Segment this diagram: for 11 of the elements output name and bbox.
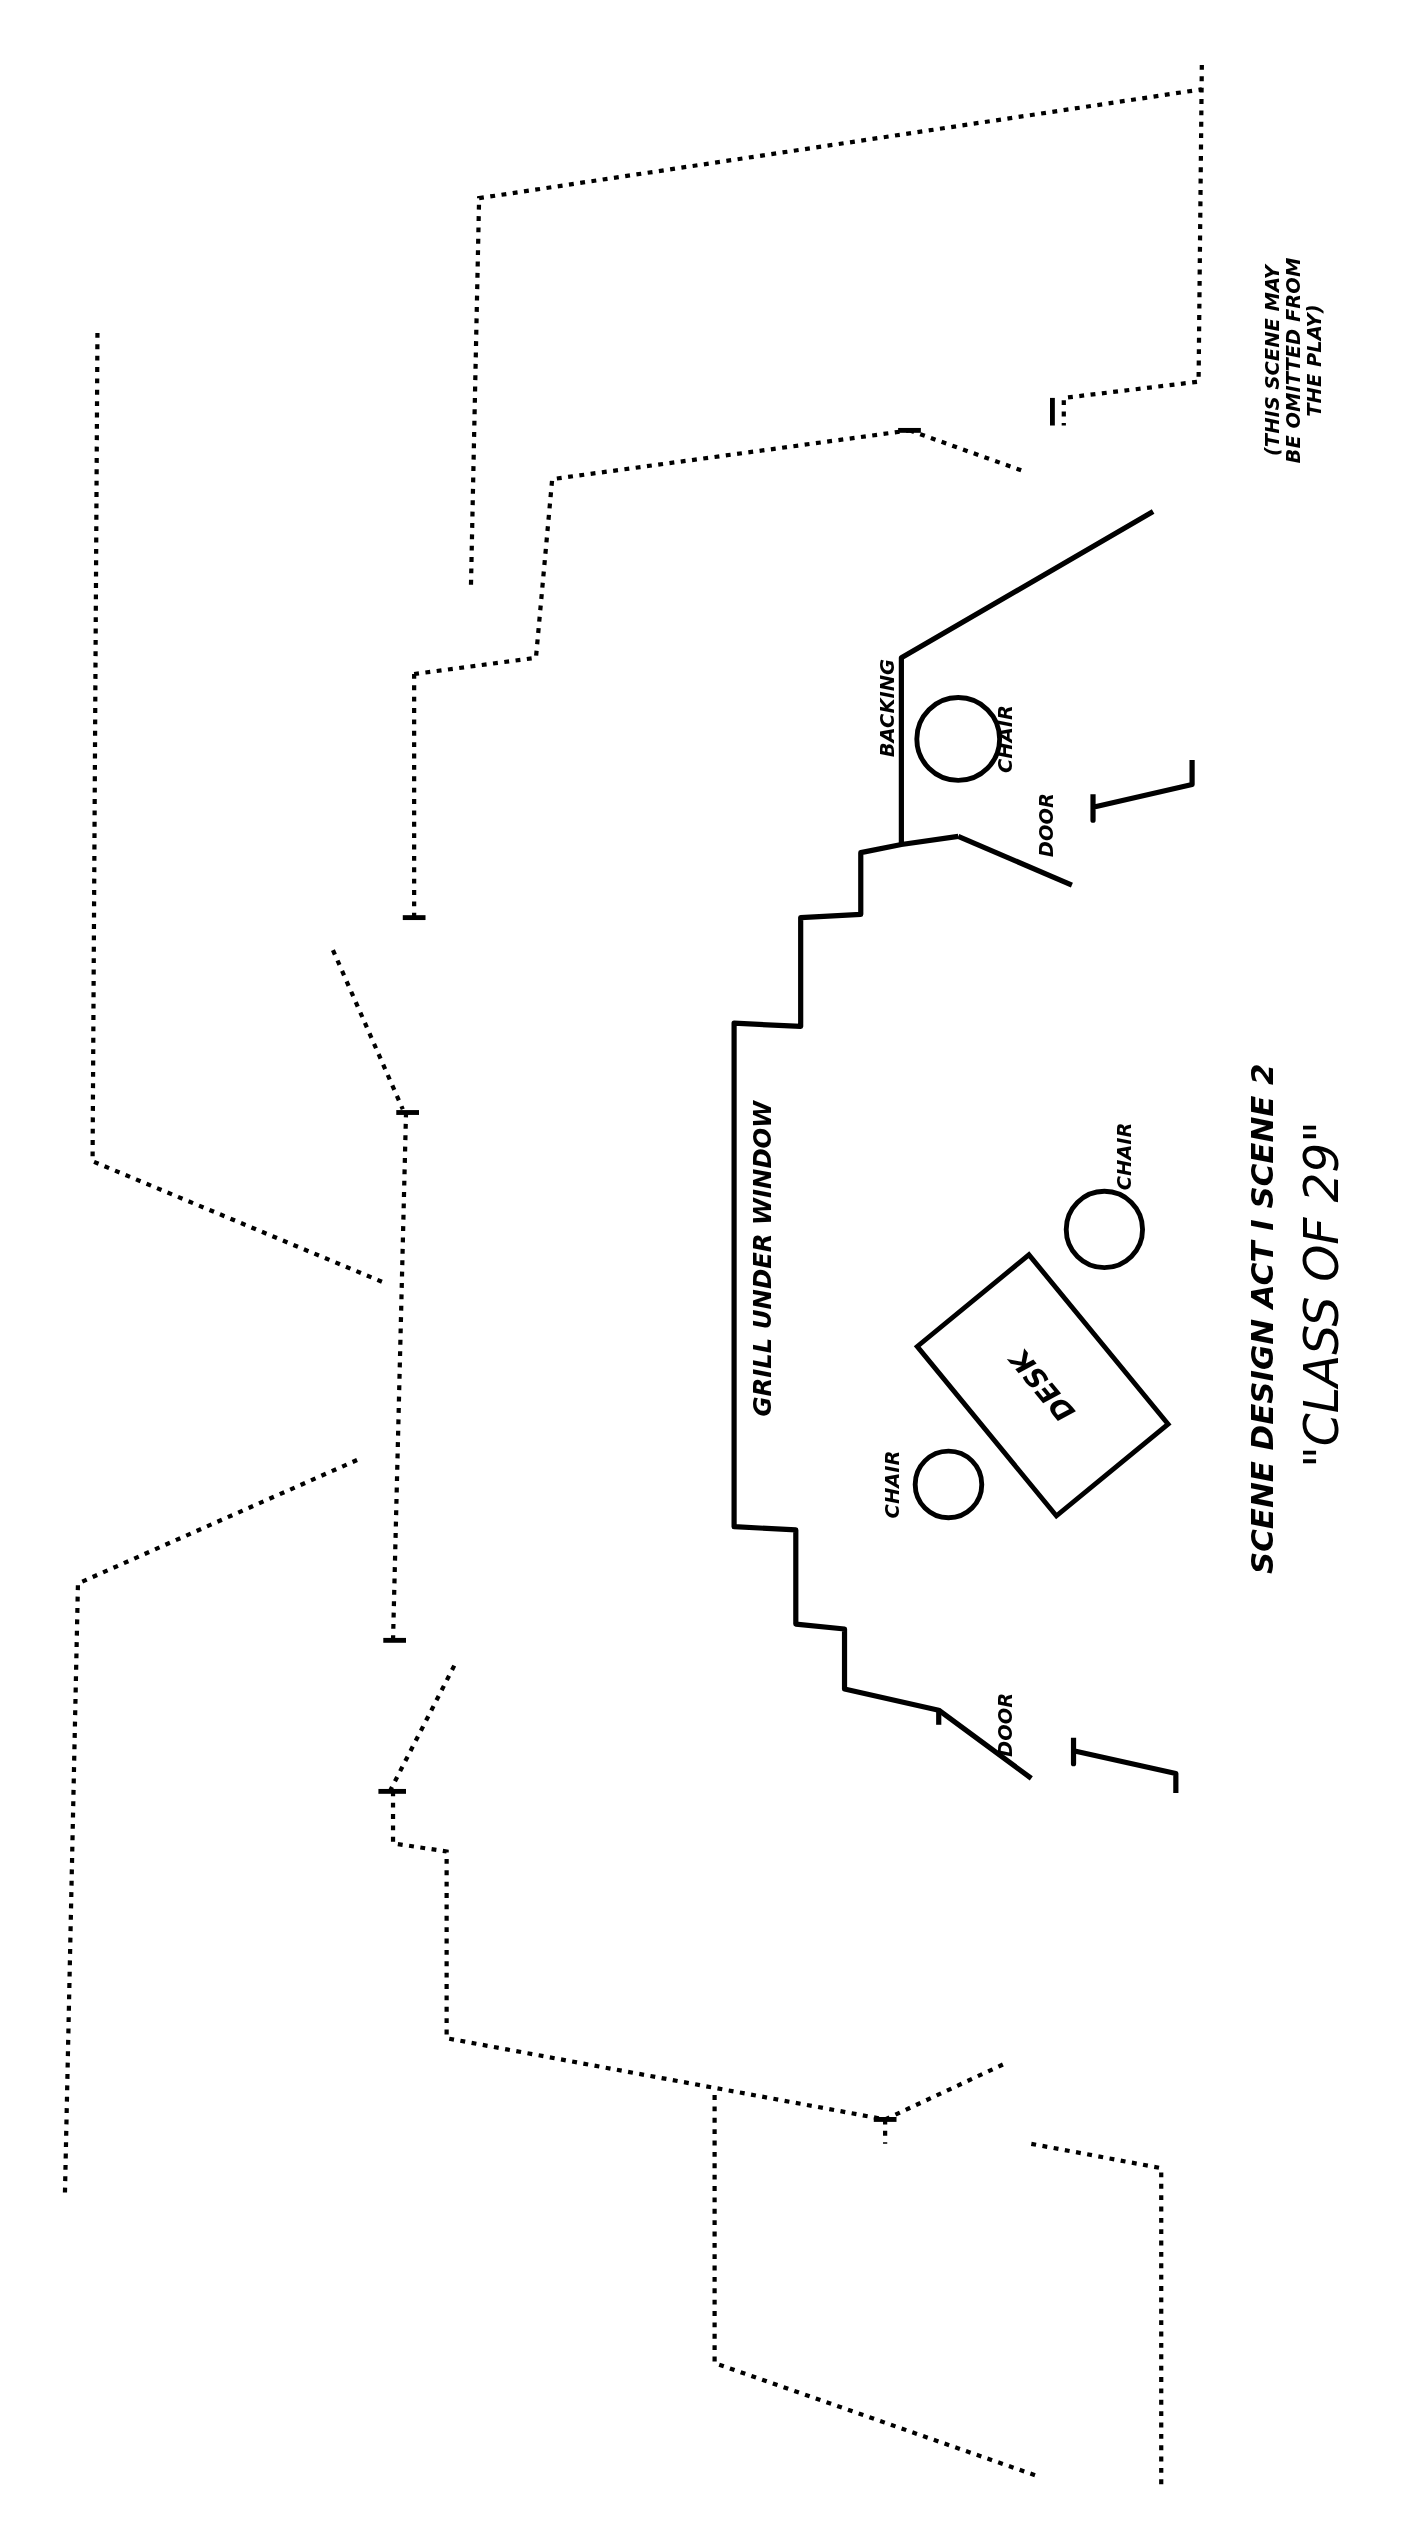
chair-label: CHAIR	[1114, 1122, 1137, 1191]
backing-label: BACKING	[877, 658, 900, 758]
chair-circle	[1063, 1188, 1145, 1271]
caption: "CLASS OF 29"	[1297, 1121, 1350, 1468]
door-label: DOOR	[1036, 792, 1059, 858]
note-text: (THIS SCENE MAY BE OMITTED FROM THE PLAY)	[1262, 256, 1327, 466]
title: SCENE DESIGN ACT I SCENE 2	[1244, 1063, 1279, 1575]
door-label: DOOR	[996, 1692, 1018, 1757]
desk-box	[913, 1251, 1172, 1520]
chair-label: CHAIR	[882, 1450, 904, 1519]
grill-label: GRILL UNDER WINDOW	[749, 1100, 777, 1417]
